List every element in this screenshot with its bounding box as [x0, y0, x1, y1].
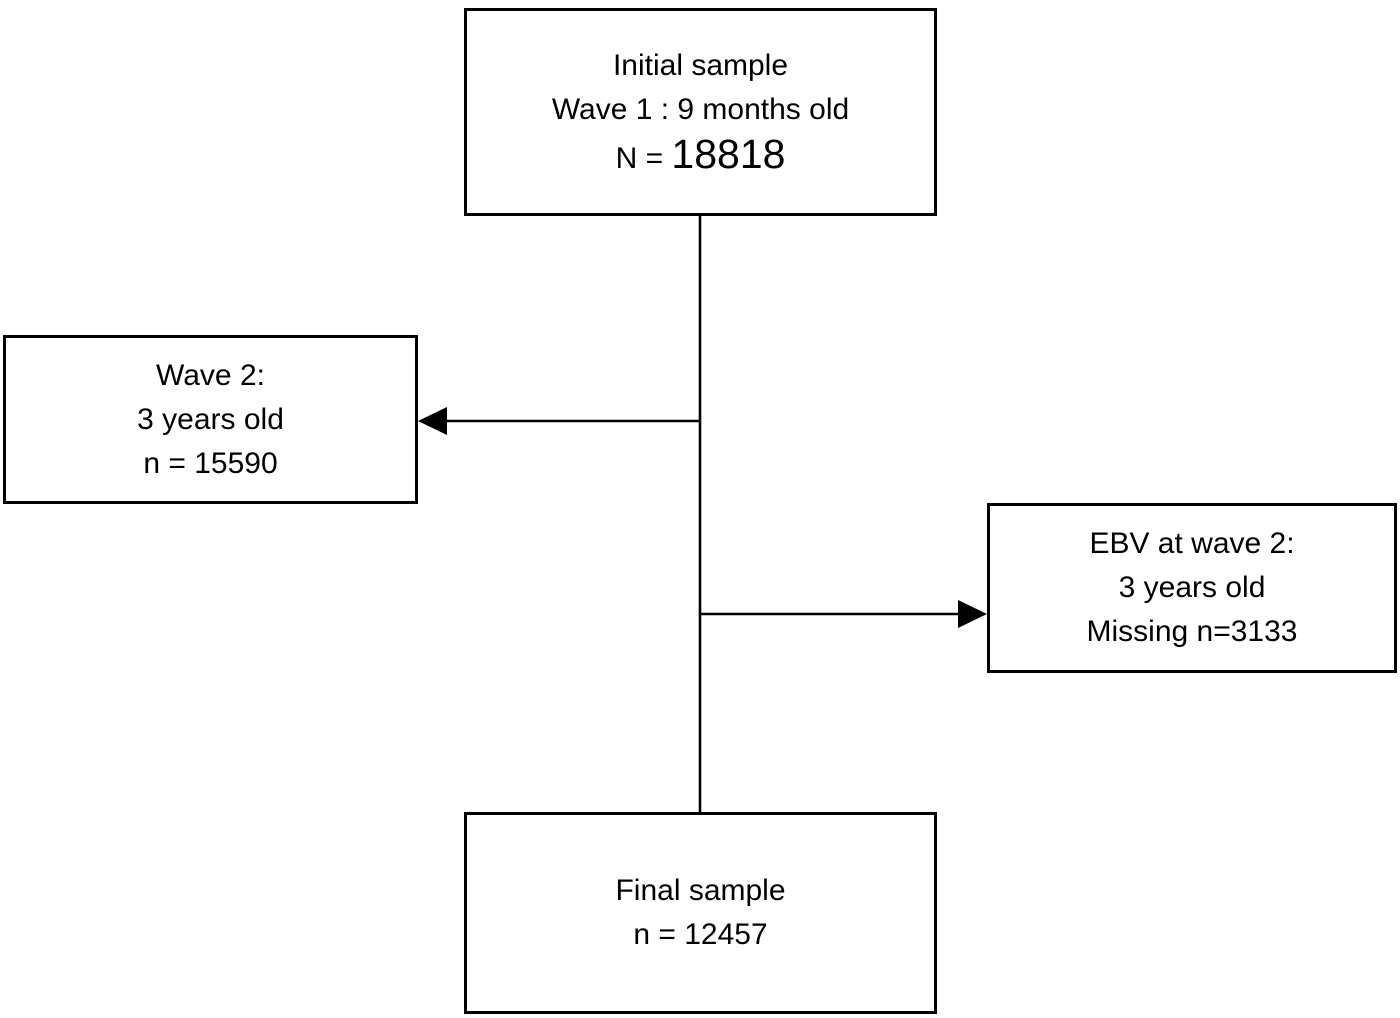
ebv-missing-box: EBV at wave 2: 3 years old Missing n=313… — [987, 503, 1397, 673]
wave2-box: Wave 2: 3 years old n = 15590 — [3, 335, 418, 504]
initial-sample-title: Initial sample — [612, 48, 789, 82]
final-sample-box: Final sample n = 12457 — [464, 812, 937, 1014]
initial-sample-count-prefix: N = — [615, 141, 672, 175]
initial-sample-wave-label: Wave 1 : 9 months old — [551, 92, 850, 126]
arrowhead-left-icon — [418, 407, 447, 435]
wave2-count: n = 15590 — [143, 446, 278, 480]
initial-sample-count: N = 18818 — [616, 132, 786, 181]
arrowhead-right-icon — [958, 600, 987, 628]
ebv-missing-title: EBV at wave 2: — [1089, 527, 1295, 560]
ebv-missing-age-label: 3 years old — [1118, 571, 1266, 604]
final-sample-count: n = 12457 — [633, 918, 768, 951]
wave2-title: Wave 2: — [156, 358, 265, 392]
initial-sample-box: Initial sample Wave 1 : 9 months old N =… — [464, 8, 937, 216]
wave2-age-label: 3 years old — [137, 402, 284, 436]
initial-sample-count-value: 18818 — [671, 130, 786, 177]
ebv-missing-count: Missing n=3133 — [1086, 615, 1298, 648]
final-sample-title: Final sample — [615, 874, 786, 907]
